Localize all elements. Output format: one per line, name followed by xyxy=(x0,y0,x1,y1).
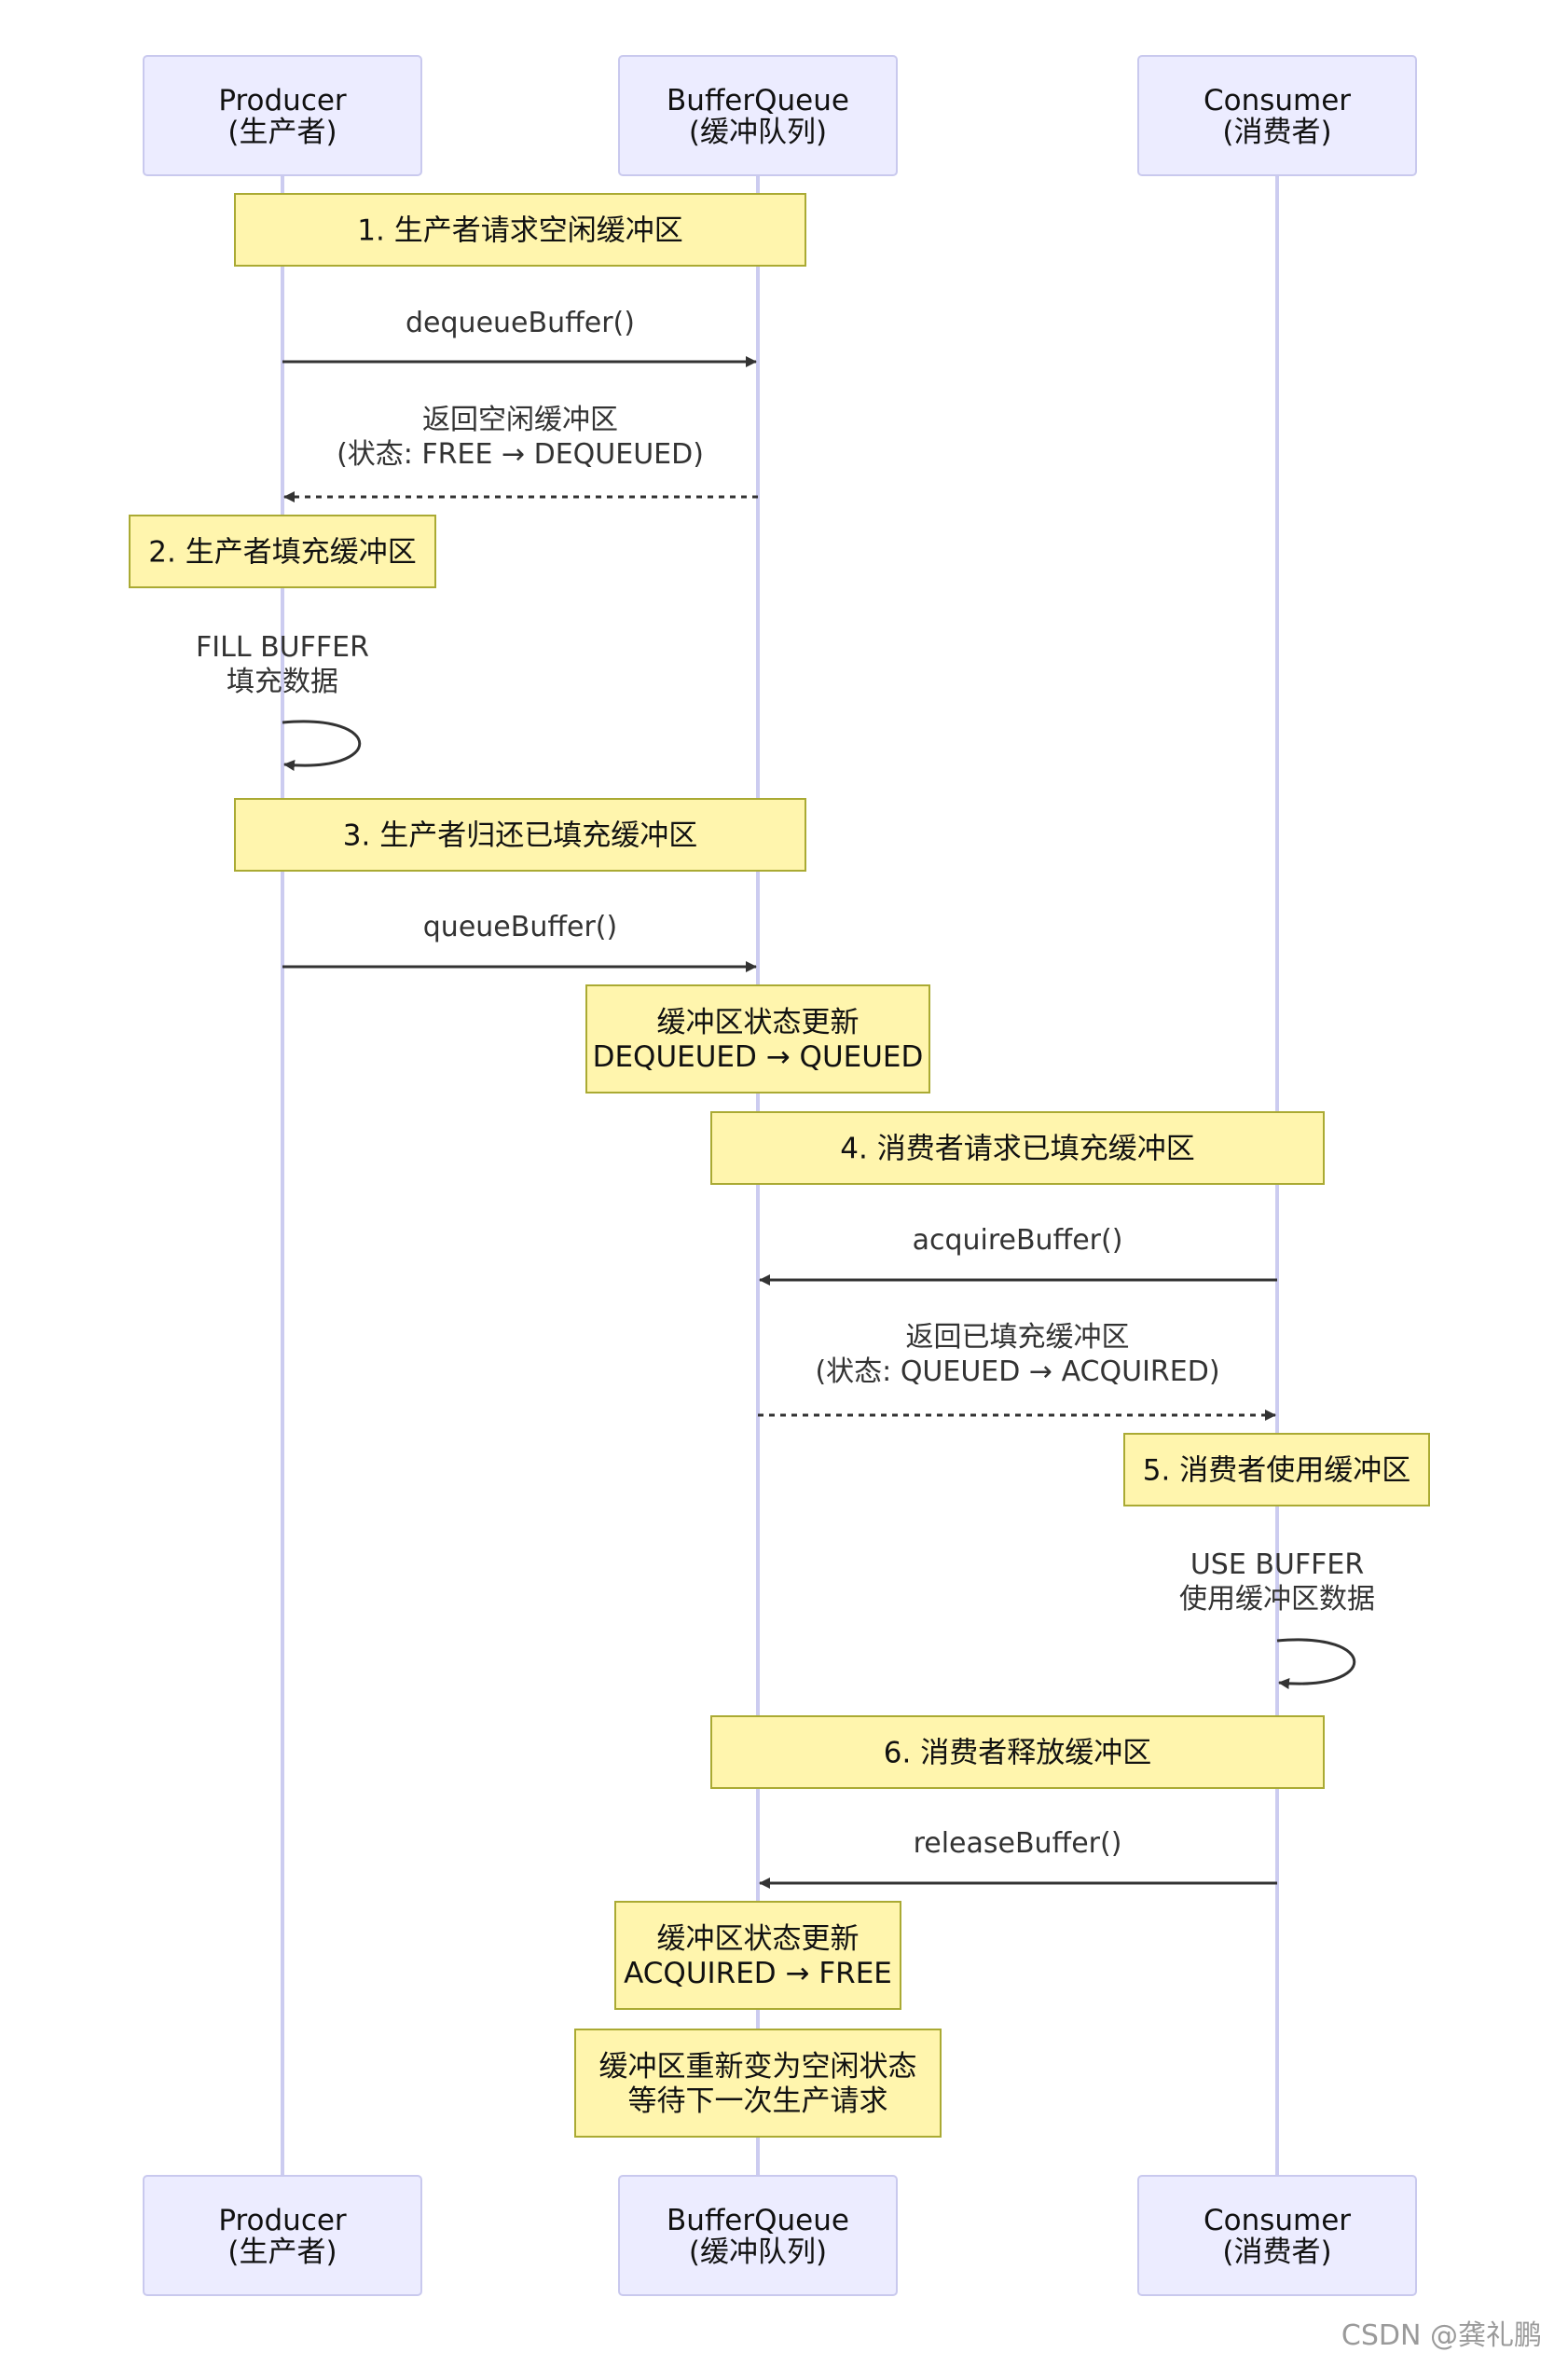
actor-box xyxy=(143,2175,422,2296)
sequence-events: 1. 生产者请求空闲缓冲区dequeueBuffer()返回空闲缓冲区(状态: … xyxy=(129,193,1430,2138)
actor-name: Producer xyxy=(218,84,347,117)
actor-box xyxy=(618,55,898,176)
note-text-line-1: 6. 消费者释放缓冲区 xyxy=(884,1737,1151,1770)
actor-subtitle: (生产者) xyxy=(227,2235,337,2269)
note-text-line-1: 5. 消费者使用缓冲区 xyxy=(1143,1454,1410,1488)
message-label-line-1: acquireBuffer() xyxy=(913,1224,1123,1257)
actors-top: Producer(生产者) BufferQueue(缓冲队列) Consumer(消… xyxy=(143,55,1417,176)
note-4: 2. 生产者填充缓冲区 xyxy=(129,515,436,588)
message-2: dequeueBuffer() xyxy=(282,307,757,367)
message-label-line-2: (状态: QUEUED → ACQUIRED) xyxy=(815,1355,1219,1388)
actor-box xyxy=(143,55,422,176)
actor-box xyxy=(1137,55,1417,176)
actor-name: BufferQueue xyxy=(667,84,849,117)
message-label-line-1: 返回已填充缓冲区 xyxy=(906,1321,1130,1354)
actor-subtitle: (消费者) xyxy=(1222,2235,1331,2269)
watermark: CSDN @龚礼鹏 xyxy=(1341,2319,1542,2352)
note-6: 3. 生产者归还已填充缓冲区 xyxy=(234,798,806,872)
actor-box xyxy=(618,2175,898,2296)
actor-name: BufferQueue xyxy=(667,2204,849,2237)
message-label-line-1: 返回空闲缓冲区 xyxy=(422,404,618,436)
actor-subtitle: (缓冲队列) xyxy=(689,116,827,149)
message-11: 返回已填充缓冲区(状态: QUEUED → ACQUIRED) xyxy=(758,1321,1276,1421)
message-15: releaseBuffer() xyxy=(759,1827,1277,1889)
actor-name: Consumer xyxy=(1204,2204,1351,2237)
note-text-line-1: 3. 生产者归还已填充缓冲区 xyxy=(343,819,697,853)
note-text-line-1: 缓冲区状态更新 xyxy=(657,1006,860,1039)
message-label-line-1: releaseBuffer() xyxy=(914,1827,1122,1860)
self-call-arrow xyxy=(282,720,362,771)
note-text-line-1: 1. 生产者请求空闲缓冲区 xyxy=(357,214,682,248)
self-call-label-line-2: 使用缓冲区数据 xyxy=(1179,1583,1375,1616)
note-box xyxy=(614,1901,901,2010)
actor-producer-top: Producer(生产者) xyxy=(143,55,422,176)
message-3: 返回空闲缓冲区(状态: FREE → DEQUEUED) xyxy=(283,404,758,502)
self-call-arrow xyxy=(1276,1638,1356,1689)
note-text-line-2: ACQUIRED → FREE xyxy=(624,1957,892,1990)
note-text-line-2: DEQUEUED → QUEUED xyxy=(593,1040,924,1074)
note-text-line-1: 2. 生产者填充缓冲区 xyxy=(148,536,416,570)
actor-consumer-bottom: Consumer(消费者) xyxy=(1137,2175,1417,2296)
note-box xyxy=(710,1111,1325,1185)
actor-subtitle: (消费者) xyxy=(1222,116,1331,149)
note-text-line-1: 缓冲区重新变为空闲状态 xyxy=(599,2050,917,2084)
note-text-line-2: 等待下一次生产请求 xyxy=(628,2084,888,2118)
note-9: 4. 消费者请求已填充缓冲区 xyxy=(710,1111,1325,1185)
message-7: queueBuffer() xyxy=(282,911,757,972)
note-box xyxy=(1123,1433,1430,1506)
actor-subtitle: (缓冲队列) xyxy=(689,2235,827,2269)
note-box xyxy=(574,2029,942,2138)
self-call-label-line-1: FILL BUFFER xyxy=(196,631,369,664)
note-text-line-1: 4. 消费者请求已填充缓冲区 xyxy=(840,1133,1194,1166)
note-box xyxy=(234,798,806,872)
note-text-line-1: 缓冲区状态更新 xyxy=(657,1922,860,1956)
actor-name: Consumer xyxy=(1204,84,1351,117)
actor-box xyxy=(1137,2175,1417,2296)
actor-producer-bottom: Producer(生产者) xyxy=(143,2175,422,2296)
note-box xyxy=(585,984,930,1094)
message-10: acquireBuffer() xyxy=(759,1224,1277,1286)
note-12: 5. 消费者使用缓冲区 xyxy=(1123,1433,1430,1506)
message-label-line-2: (状态: FREE → DEQUEUED) xyxy=(337,438,704,471)
note-14: 6. 消费者释放缓冲区 xyxy=(710,1715,1325,1789)
note-box xyxy=(710,1715,1325,1789)
actor-name: Producer xyxy=(218,2204,347,2237)
actor-bufferqueue-top: BufferQueue(缓冲队列) xyxy=(618,55,898,176)
actor-bufferqueue-bottom: BufferQueue(缓冲队列) xyxy=(618,2175,898,2296)
note-1: 1. 生产者请求空闲缓冲区 xyxy=(234,193,806,267)
self-call-label-line-2: 填充数据 xyxy=(227,666,338,698)
message-label-line-1: queueBuffer() xyxy=(423,911,617,943)
actor-subtitle: (生产者) xyxy=(227,116,337,149)
actors-bottom: Producer(生产者) BufferQueue(缓冲队列) Consumer(消… xyxy=(143,2175,1417,2296)
actor-consumer-top: Consumer(消费者) xyxy=(1137,55,1417,176)
note-box xyxy=(234,193,806,267)
self-call-label-line-1: USE BUFFER xyxy=(1190,1548,1364,1581)
message-label-line-1: dequeueBuffer() xyxy=(406,307,635,339)
note-box xyxy=(129,515,436,588)
